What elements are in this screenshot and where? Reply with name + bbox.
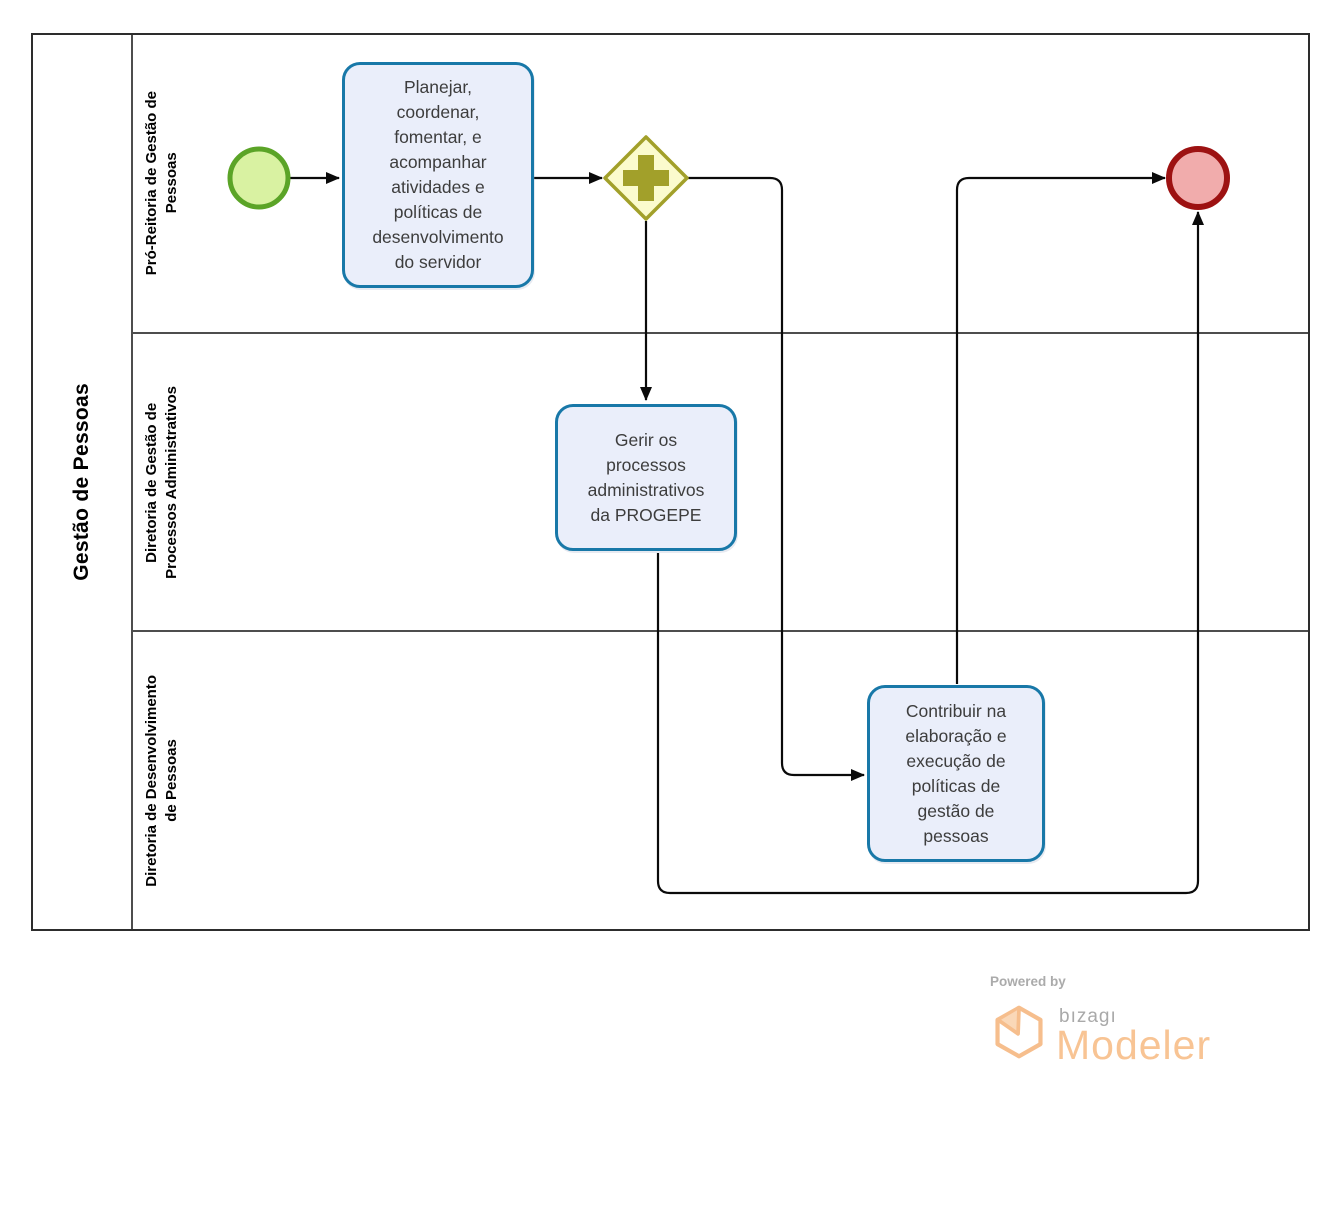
pool-header: Gestão de Pessoas [33, 35, 133, 929]
end-event[interactable] [1166, 146, 1230, 210]
plus-icon [623, 155, 669, 201]
flow-gerir-to-end [656, 211, 1204, 895]
start-event[interactable] [227, 146, 291, 210]
lane-gestao-processos: Diretoria de Gestão de Processos Adminis… [133, 331, 1308, 631]
flow-contribuir-to-end [955, 172, 1166, 684]
flow-gateway-to-contribuir [687, 176, 865, 781]
task-planejar[interactable]: Planejar, coordenar, fomentar, e acompan… [342, 62, 534, 288]
lane-desenvolvimento: Diretoria de Desenvolvimento de Pessoas [133, 630, 1308, 929]
task-gerir[interactable]: Gerir os processos administrativos da PR… [555, 404, 737, 551]
lanes-container: Pró-Reitoria de Gestão de Pessoas Direto… [133, 35, 1308, 929]
task-contribuir[interactable]: Contribuir na elaboração e execução de p… [867, 685, 1045, 862]
